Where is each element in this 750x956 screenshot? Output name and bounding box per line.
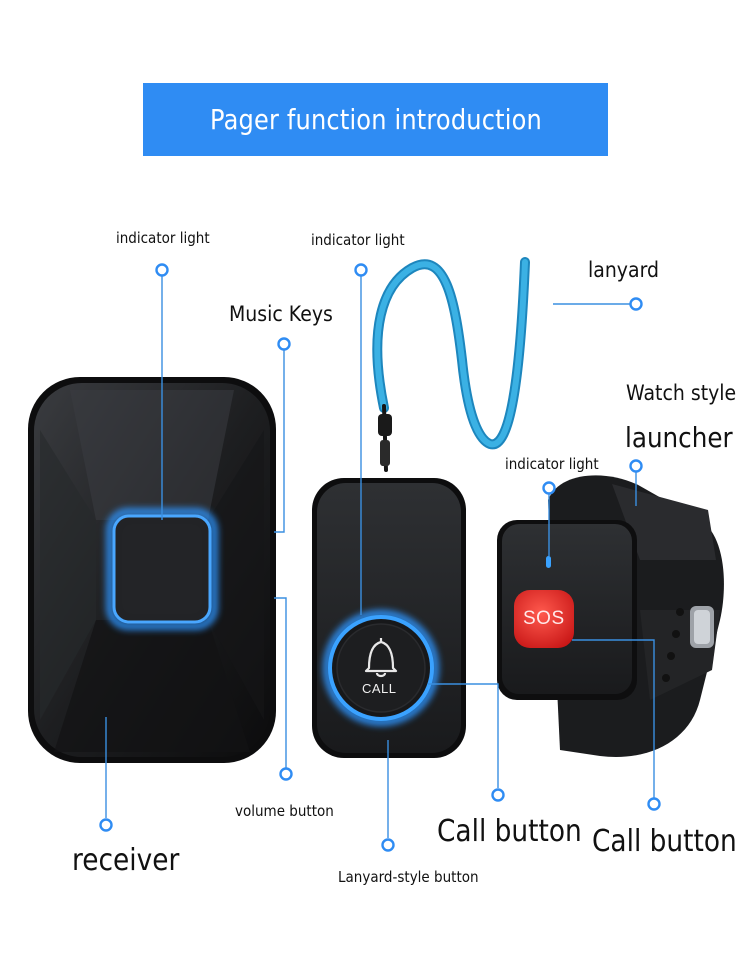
dot-lanyard-button <box>381 838 395 852</box>
receiver-device <box>28 377 276 763</box>
label-volume-button: volume button <box>235 802 334 820</box>
dot-receiver <box>99 818 113 832</box>
label-lanyard: lanyard <box>588 258 660 282</box>
sos-key-label: SOS <box>523 608 565 629</box>
bell-icon <box>364 638 398 678</box>
dot-receiver-indicator <box>155 263 169 277</box>
label-call-button-watch: Call button <box>592 824 737 859</box>
dot-lanyard-indicator <box>354 263 368 277</box>
leader-lines <box>105 276 655 838</box>
label-lanyard-style-button: Lanyard-style button <box>338 868 479 886</box>
lanyard-pager-device <box>312 478 466 758</box>
dot-call-button-1 <box>491 788 505 802</box>
call-key-label: CALL <box>362 681 397 696</box>
leader-dots <box>99 263 661 852</box>
page-title: Pager function introduction <box>209 103 542 136</box>
watch-device <box>497 475 724 757</box>
dot-watch-indicator <box>542 481 556 495</box>
label-launcher: launcher <box>625 421 733 454</box>
dot-lanyard <box>629 297 643 311</box>
lanyard-indicator-ring <box>323 610 439 726</box>
label-call-button-lanyard: Call button <box>437 814 582 849</box>
label-music-keys: Music Keys <box>229 302 333 326</box>
label-lanyard-indicator-light: indicator light <box>311 231 405 249</box>
label-receiver-indicator-light: indicator light <box>116 229 210 247</box>
label-watch-style: Watch style <box>626 381 737 405</box>
lanyard-strap <box>372 257 530 472</box>
dot-volume-button <box>279 767 293 781</box>
title-banner: Pager function introduction <box>143 83 608 156</box>
dot-watch-launcher <box>629 459 643 473</box>
watch-indicator-light <box>546 556 551 568</box>
dot-call-button-2 <box>647 797 661 811</box>
label-watch-indicator-light: indicator light <box>505 455 599 473</box>
sos-button <box>514 590 574 648</box>
label-receiver: receiver <box>72 843 180 878</box>
dot-music-keys <box>277 337 291 351</box>
